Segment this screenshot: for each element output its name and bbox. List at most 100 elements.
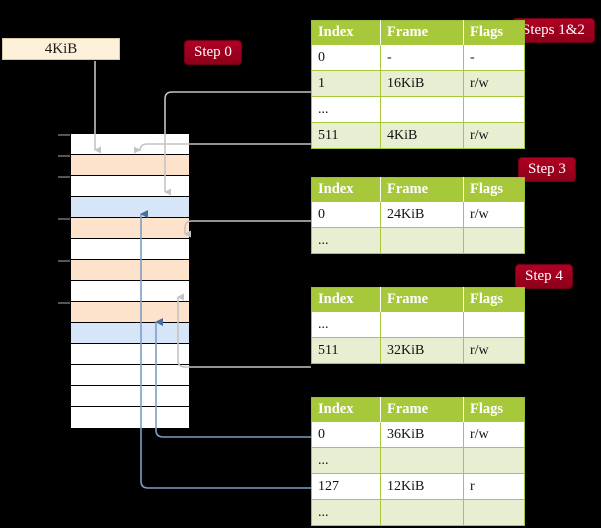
table-cell-flags	[463, 447, 525, 474]
table-row: ...	[311, 311, 525, 338]
column-header-flags: Flags	[463, 20, 525, 45]
column-header-frame: Frame	[380, 177, 464, 202]
memory-tick	[58, 155, 71, 157]
table-cell-frame: 24KiB	[380, 201, 464, 228]
column-header-flags: Flags	[463, 287, 525, 312]
memory-row	[71, 239, 189, 260]
step-badge-step-4: Step 4	[516, 265, 572, 288]
table-cell-frame	[380, 499, 464, 526]
table-cell-index: 127	[311, 473, 381, 500]
source-frame-label: 4KiB	[44, 40, 78, 57]
table-cell-index: 0	[311, 201, 381, 228]
table-cell-frame: 36KiB	[380, 421, 464, 448]
column-header-flags: Flags	[463, 397, 525, 422]
step-badge-label: Step 4	[525, 268, 563, 284]
memory-row	[71, 302, 189, 323]
table-cell-frame	[380, 311, 464, 338]
table-cell-frame: 4KiB	[380, 122, 464, 149]
table-row: 0--	[311, 44, 525, 71]
table-cell-flags: -	[463, 44, 525, 71]
wire-step3-l2-entry-to-memory	[184, 220, 311, 238]
memory-row	[71, 281, 189, 302]
table-cell-index: 511	[311, 337, 381, 364]
table-cell-index: 1	[311, 70, 381, 97]
table-cell-flags	[463, 227, 525, 254]
table-cell-flags: r/w	[463, 337, 525, 364]
step-badge-label: Step 0	[194, 44, 232, 60]
table-cell-flags	[463, 311, 525, 338]
table-row: ...	[311, 227, 525, 254]
table-row: ...	[311, 499, 525, 526]
table-cell-frame: 16KiB	[380, 70, 464, 97]
memory-row	[71, 155, 189, 176]
table-row: ...	[311, 96, 525, 123]
table-cell-index: 0	[311, 44, 381, 71]
memory-row	[71, 344, 189, 365]
step-badge-step-0: Step 0	[185, 41, 241, 64]
column-header-index: Index	[311, 177, 381, 202]
table-row: ...	[311, 447, 525, 474]
table-cell-index: ...	[311, 96, 381, 123]
table-cell-index: ...	[311, 227, 381, 254]
memory-tick	[58, 302, 71, 304]
step-badge-steps-1-2: Steps 1&2	[513, 19, 594, 42]
physical-memory-column	[70, 133, 190, 429]
table-cell-flags: r/w	[463, 421, 525, 448]
memory-row	[71, 260, 189, 281]
step-badge-label: Step 3	[528, 161, 566, 177]
memory-row	[71, 134, 189, 155]
table-cell-index: ...	[311, 447, 381, 474]
wire-step4-l3-511-to-memory	[177, 293, 311, 368]
memory-tick	[58, 218, 71, 220]
table-cell-index: 0	[311, 421, 381, 448]
memory-row	[71, 365, 189, 386]
column-header-frame: Frame	[380, 287, 464, 312]
column-header-index: Index	[311, 287, 381, 312]
memory-row	[71, 323, 189, 344]
column-header-frame: Frame	[380, 397, 464, 422]
memory-row	[71, 197, 189, 218]
memory-tick	[58, 134, 71, 136]
table-cell-frame	[380, 447, 464, 474]
column-header-index: Index	[311, 397, 381, 422]
table-cell-frame: 12KiB	[380, 473, 464, 500]
table-cell-flags: r/w	[463, 70, 525, 97]
table-cell-flags: r/w	[463, 122, 525, 149]
memory-row	[71, 386, 189, 407]
table-cell-flags	[463, 499, 525, 526]
table-cell-flags: r/w	[463, 201, 525, 228]
memory-tick	[58, 260, 71, 262]
memory-row	[71, 218, 189, 239]
column-header-index: Index	[311, 20, 381, 45]
source-frame-box: 4KiB	[2, 38, 120, 60]
memory-row	[71, 407, 189, 428]
table-cell-flags	[463, 96, 525, 123]
table-cell-index: ...	[311, 499, 381, 526]
table-cell-frame	[380, 227, 464, 254]
memory-tick	[58, 176, 71, 178]
table-cell-frame: -	[380, 44, 464, 71]
table-cell-index: ...	[311, 311, 381, 338]
table-cell-index: 511	[311, 122, 381, 149]
column-header-flags: Flags	[463, 177, 525, 202]
memory-row	[71, 176, 189, 197]
table-cell-frame	[380, 96, 464, 123]
step-badge-label: Steps 1&2	[522, 22, 585, 38]
step-badge-step-3: Step 3	[519, 158, 575, 181]
column-header-frame: Frame	[380, 20, 464, 45]
table-cell-frame: 32KiB	[380, 337, 464, 364]
